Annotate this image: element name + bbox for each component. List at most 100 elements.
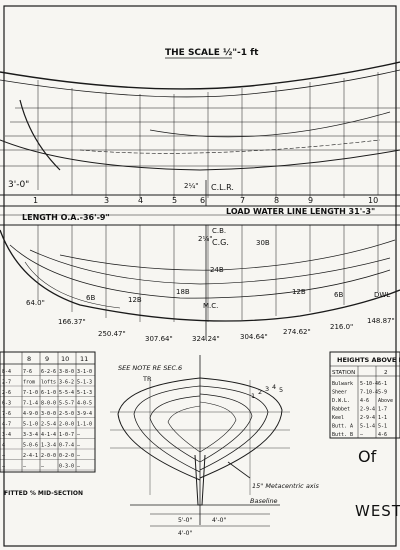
- station-number: 1: [33, 196, 38, 205]
- table-cell: 6-1-0: [41, 390, 56, 396]
- lwl-label: LOAD WATER LINE LENGTH 31'-3": [226, 207, 375, 216]
- station-number: 6: [200, 196, 205, 205]
- section-aft-4: [167, 405, 201, 453]
- heights-header: 2: [384, 370, 388, 376]
- station-number: 5: [172, 196, 177, 205]
- curve-label: 12B: [292, 288, 306, 296]
- table-cell: 3-8-0: [59, 369, 74, 375]
- section-aft-2: [133, 385, 201, 473]
- table-cell: 4-6: [378, 432, 387, 438]
- table-cell: lofts: [41, 380, 56, 386]
- table-cell: —: [2, 453, 6, 459]
- table-cell: 2-0-0: [41, 453, 56, 459]
- table-cell: 4-1-4: [41, 432, 56, 438]
- table-cell: —: [77, 453, 81, 459]
- table-cell: 6-1: [378, 381, 387, 387]
- table-cell: 2-5-4: [41, 422, 56, 428]
- body-dim: 5'-0": [178, 517, 192, 524]
- footer-name: WESTO: [355, 502, 400, 520]
- station-number: 10: [368, 196, 378, 205]
- table-cell: 2-0-0: [59, 422, 74, 428]
- table-cell: 3-9-4: [77, 411, 92, 417]
- offsets-header: 10: [61, 355, 69, 363]
- body-dim: 4'-0": [212, 517, 226, 524]
- area-dim: 307.64": [145, 335, 173, 343]
- table-cell: 7-10-4: [360, 390, 378, 396]
- stem-line: [19, 99, 61, 171]
- table-cell: 5-1-4: [360, 424, 375, 430]
- table-cell: 4-6: [360, 398, 369, 404]
- diagonal-line: [149, 111, 391, 138]
- table-cell: Rabbet: [332, 407, 350, 413]
- offsets-header: 8: [27, 355, 31, 363]
- table-cell: Keel: [332, 415, 344, 421]
- section-fwd-2: [199, 385, 269, 471]
- sheet-border: [3, 5, 397, 547]
- table-cell: 0-3-0: [59, 464, 74, 470]
- buttock-line: [79, 139, 381, 154]
- table-cell: Sheer: [332, 390, 347, 396]
- table-cell: 2-7: [2, 380, 11, 386]
- table-cell: 5-1-0: [23, 422, 38, 428]
- clr-height: 2¼": [184, 182, 198, 190]
- table-cell: 6-2-6: [41, 369, 56, 375]
- curve-label: 6B: [334, 291, 343, 299]
- table-cell: 5-0-6: [23, 443, 38, 449]
- table-cell: Butt. A: [332, 424, 353, 430]
- body-plan-grid: [110, 380, 290, 495]
- curve-dwl-fwd: [24, 261, 121, 309]
- bulwark-line: [0, 69, 400, 98]
- table-cell: —: [2, 464, 6, 470]
- curve-30b: [59, 239, 396, 271]
- station-numbers: 1 3 4 5 6 7 8 9 10: [33, 196, 378, 205]
- table-cell: 4-0-5: [77, 401, 92, 407]
- curve-label: 30B: [256, 239, 270, 247]
- table-cell: 2-4-1: [23, 453, 38, 459]
- table-cell: 1-0-7: [59, 432, 74, 438]
- table-cell: —: [77, 464, 81, 470]
- cg-height: 2⅛": [198, 235, 212, 243]
- table-cell: 0-2-0: [59, 453, 74, 459]
- cg-label: C.G.: [212, 238, 229, 247]
- waterline-half-breadth: [9, 244, 391, 299]
- table-cell: 2-6: [2, 390, 11, 396]
- table-cell: D.W.L.: [332, 398, 350, 404]
- table-cell: 2-9-4: [360, 407, 375, 413]
- table-cell: 8-0-0: [41, 401, 56, 407]
- area-dim: 64.0": [26, 299, 45, 307]
- table-cell: 5-1: [378, 424, 387, 430]
- section-aft-1: [117, 377, 201, 481]
- body-station: 5: [279, 386, 283, 394]
- half-breadth-stations: [37, 225, 379, 322]
- body-station: 2: [258, 388, 262, 396]
- offsets-header: 11: [80, 355, 88, 363]
- keel-line: [0, 139, 400, 171]
- table-cell: 3-6-2: [59, 380, 74, 386]
- table-cell: 4: [2, 443, 5, 449]
- metacentric-label: 15" Metacentric axis: [252, 482, 319, 490]
- table-cell: 5-5-4: [59, 390, 74, 396]
- station-number: 8: [274, 196, 279, 205]
- table-cell: 7-1-0: [23, 390, 38, 396]
- area-dim: 166.37": [58, 318, 86, 326]
- table-cell: 7-6: [2, 411, 11, 417]
- table-cell: 7-1-4: [23, 401, 38, 407]
- area-dim: 304.64": [240, 333, 268, 341]
- area-dimensions: 64.0" 166.37" 250.47" 307.64" 324.24" 30…: [26, 299, 395, 343]
- table-cell: 5-9: [378, 390, 387, 396]
- table-cell: 2-9-4: [360, 415, 375, 421]
- station-number: 4: [138, 196, 143, 205]
- section-fwd-1: [199, 377, 283, 479]
- table-cell: —: [23, 464, 27, 470]
- curve-label: M.C.: [203, 302, 218, 310]
- curve-label: 6B: [86, 294, 95, 302]
- body-plan-note: SEE NOTE RE SEC.6: [118, 364, 182, 372]
- area-dim: 250.47": [98, 330, 126, 338]
- table-cell: 8-4: [2, 369, 11, 375]
- body-station: 4: [272, 383, 276, 391]
- table-cell: 4-7: [2, 422, 11, 428]
- area-dim: 148.87": [367, 317, 395, 325]
